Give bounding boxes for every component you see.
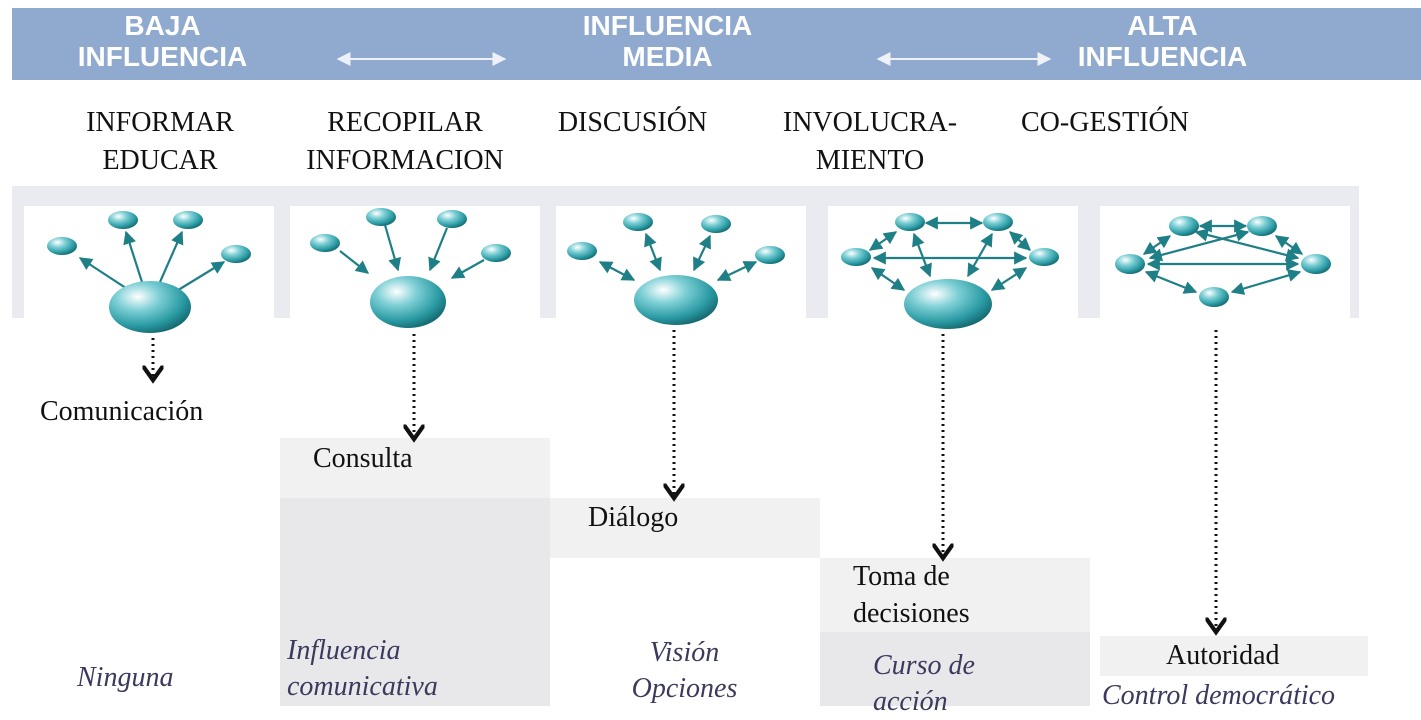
- outcome-control-democratico: Control democrático: [1102, 680, 1336, 711]
- stage-title-involucramiento: INVOLUCRA- MIENTO: [782, 107, 958, 176]
- level-label-dialogo: Diálogo: [588, 502, 679, 533]
- outcome-ninguna: Ninguna: [77, 662, 174, 693]
- stage-title-recopilar: RECOPILAR INFORMACION: [306, 107, 504, 176]
- step-box-dialogo: [550, 498, 820, 558]
- dotted-connectors: [153, 330, 1216, 630]
- step-box-consulta-body: [280, 498, 550, 706]
- influence-banner: [12, 8, 1421, 80]
- header-medium-influence: INFLUENCIA MEDIA: [582, 10, 753, 72]
- header-high-influence: ALTA INFLUENCIA: [1077, 10, 1248, 72]
- network-icon-cogestion: [1142, 219, 1304, 295]
- stage-title-informar: INFORMAR EDUCAR: [86, 107, 234, 176]
- header-low-influence: BAJA INFLUENCIA: [77, 10, 248, 72]
- network-icon-discusion: [598, 232, 758, 281]
- level-label-comunicacion: Comunicación: [40, 396, 204, 427]
- step-box-toma: [820, 558, 1090, 632]
- outcome-curso-accion: Curso de acción: [873, 650, 975, 717]
- level-label-consulta: Consulta: [313, 443, 413, 474]
- stage-title-discusion: DISCUSIÓN: [557, 107, 708, 138]
- step-box-toma-body: [820, 632, 1090, 706]
- stage-title-cogestion: CO-GESTIÓN: [1021, 107, 1189, 138]
- step-box-consulta: [280, 438, 550, 498]
- level-label-toma-decisiones: Toma de decisiones: [853, 561, 970, 629]
- network-icon-recopilar: [339, 224, 485, 279]
- outcome-influencia-comunicativa: Influencia comunicativa: [287, 635, 438, 702]
- network-icon-informar: [78, 230, 226, 293]
- network-icon-involucramiento: [868, 216, 1031, 291]
- level-label-autoridad: Autoridad: [1166, 640, 1280, 671]
- outcome-vision-opciones: Visión Opciones: [631, 637, 738, 704]
- step-box-autoridad: [1100, 636, 1368, 676]
